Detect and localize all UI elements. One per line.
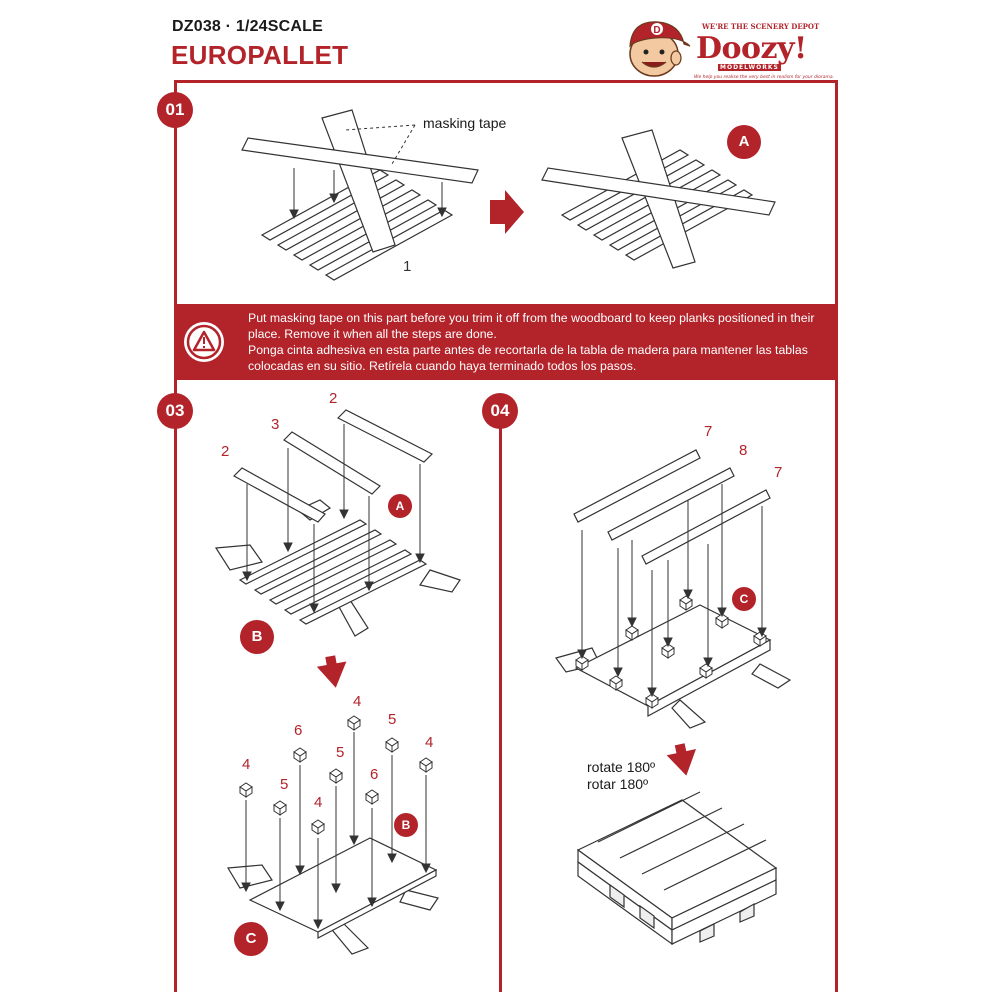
block-label-4b: 4	[353, 693, 362, 710]
block-label-4c: 4	[314, 794, 323, 811]
frame-divider	[499, 400, 502, 992]
step1-left-diagram	[241, 109, 479, 281]
plank-label-3: 3	[271, 416, 280, 433]
final-pallet	[576, 791, 778, 946]
step-badge-03: 03	[157, 393, 193, 429]
block-label-6b: 6	[370, 766, 379, 783]
block-label-5b: 5	[336, 744, 345, 761]
step4-top-blocks	[575, 595, 767, 709]
note-text-es: Ponga cinta adhesiva en esta parte antes…	[248, 343, 808, 373]
plank-label-7a: 7	[704, 423, 713, 440]
masking-tape-label: masking tape	[423, 115, 507, 131]
block-label-5a: 5	[280, 776, 289, 793]
part-number-1: 1	[403, 258, 412, 275]
note-text: Put masking tape on this part before you…	[248, 310, 828, 374]
rotate-label-es: rotar 180º	[587, 776, 649, 792]
note-text-en: Put masking tape on this part before you…	[248, 311, 815, 341]
warning-icon	[184, 322, 224, 362]
frame-left	[174, 80, 177, 992]
rotate-label-en: rotate 180º	[587, 759, 656, 775]
part-badge-a-step3: A	[388, 494, 412, 518]
step4-down-arrow	[666, 743, 697, 776]
frame-right	[835, 80, 838, 992]
callout-leader	[344, 124, 416, 165]
plank-label-7b: 7	[774, 464, 783, 481]
frame-top	[174, 80, 838, 83]
plank-label-2a: 2	[221, 443, 230, 460]
step3-top-arrows	[242, 424, 425, 614]
brand-name: Doozy!	[696, 31, 807, 66]
step4-top-pallet	[555, 604, 792, 729]
plank-label-2b: 2	[329, 390, 338, 407]
block-label-4a: 4	[242, 756, 251, 773]
step3-down-arrow	[316, 655, 347, 688]
step1-arrows	[289, 168, 447, 220]
product-code: DZ038 · 1/24SCALE	[172, 18, 324, 35]
block-label-5c: 5	[388, 711, 397, 728]
brand-slogan: We help you realise the very best in rea…	[694, 75, 835, 80]
step-badge-04: 04	[482, 393, 518, 429]
brand-logo: D WE'RE THE SCENERY DEPOT Doozy! MODELWO…	[620, 14, 840, 80]
brand-sub: MODELWORKS	[718, 64, 781, 71]
plank-label-8: 8	[739, 442, 748, 459]
part-badge-b: B	[240, 620, 274, 654]
block-label-6a: 6	[294, 722, 303, 739]
part-badge-c: C	[234, 922, 268, 956]
step1-next-arrow	[490, 190, 524, 234]
note-band: Put masking tape on this part before you…	[174, 304, 836, 380]
brand-tagline: WE'RE THE SCENERY DEPOT	[702, 22, 820, 31]
step4-top-planks	[573, 449, 771, 565]
step3-top-pallet	[214, 499, 461, 637]
mascot-icon: D	[629, 21, 691, 77]
part-badge-c-step4: C	[732, 587, 756, 611]
product-title: EUROPALLET	[171, 40, 349, 70]
part-badge-b-step3: B	[394, 813, 418, 837]
step-badge-01: 01	[157, 92, 193, 128]
part-badge-a: A	[727, 125, 761, 159]
block-label-4d: 4	[425, 734, 434, 751]
logo-letter: D	[653, 25, 660, 36]
